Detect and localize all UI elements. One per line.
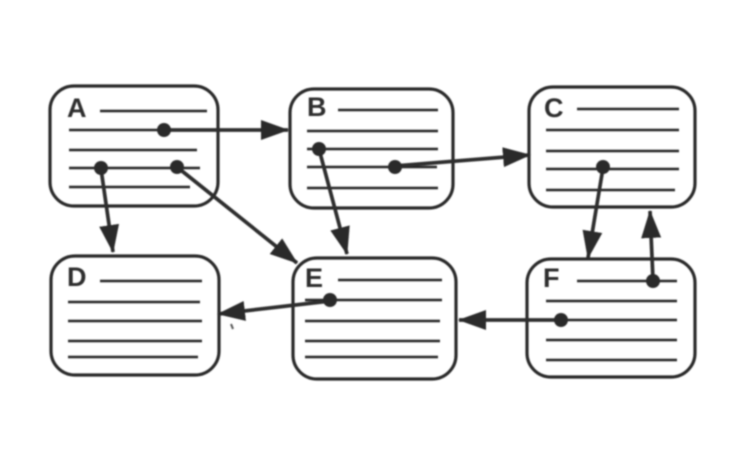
svg-text:D: D (67, 262, 87, 292)
svg-text:E: E (305, 263, 323, 293)
svg-text:B: B (307, 92, 327, 122)
svg-text:F: F (543, 263, 560, 293)
svg-text:A: A (67, 93, 87, 123)
svg-text:C: C (544, 93, 564, 123)
